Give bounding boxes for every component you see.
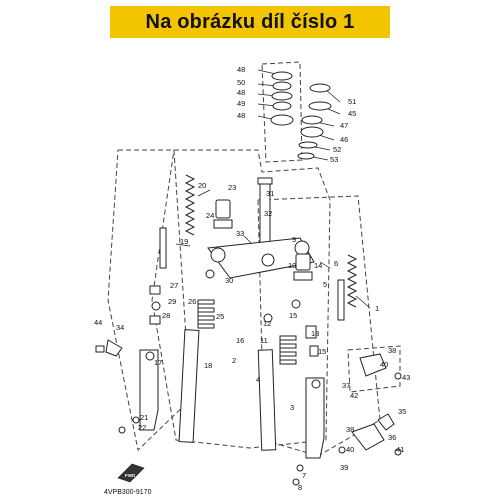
group-outlines [107, 61, 401, 457]
part-label-38: 38 [388, 346, 396, 355]
fwd-label: FWD [125, 473, 136, 478]
part-label-24: 24 [206, 211, 214, 220]
part-label-39: 39 [340, 463, 348, 472]
part-label-3: 3 [290, 403, 294, 412]
part-label-48: 48 [237, 111, 245, 120]
part-label-36: 36 [388, 433, 396, 442]
part-label-42: 42 [350, 391, 358, 400]
fork-springs [184, 174, 358, 308]
part-label-48: 48 [237, 65, 245, 74]
part-label-21: 21 [140, 413, 148, 422]
part-label-32: 32 [264, 209, 272, 218]
part-label-10: 10 [288, 261, 296, 270]
part-label-20: 20 [198, 181, 206, 190]
part-label-46: 46 [340, 135, 348, 144]
part-label-27: 27 [170, 281, 178, 290]
part-label-12: 12 [263, 319, 271, 328]
fork-assembly-outline [151, 149, 331, 449]
part-label-34: 34 [116, 323, 124, 332]
part-label-23: 23 [228, 183, 236, 192]
fork-boots [197, 299, 297, 365]
part-label-40: 40 [380, 360, 388, 369]
part-label-11: 11 [260, 336, 268, 345]
part-label-41: 41 [396, 445, 404, 454]
part-label-43: 43 [402, 373, 410, 382]
part-label-47: 47 [340, 121, 348, 130]
part-label-4: 4 [256, 375, 260, 384]
part-label-5: 5 [323, 280, 327, 289]
outer-tubes [139, 349, 325, 459]
under-bracket [207, 237, 315, 279]
diagram-code: 4VPB300-9170 [104, 489, 152, 496]
part-label-53: 53 [330, 155, 338, 164]
part-label-38: 38 [346, 425, 354, 434]
part-label-29: 29 [168, 297, 176, 306]
clamp-group-outline [347, 345, 401, 393]
part-label-50: 50 [237, 78, 245, 87]
part-label-9: 9 [292, 235, 296, 244]
damper-rods [159, 227, 345, 321]
part-label-51: 51 [348, 97, 356, 106]
part-label-26: 26 [188, 297, 196, 306]
part-label-19: 19 [180, 237, 188, 246]
title-banner: Na obrázku díl číslo 1 [110, 6, 390, 38]
part-label-28: 28 [162, 311, 170, 320]
right-fork-outline [257, 195, 381, 457]
hose-clamps [338, 353, 402, 456]
part-label-13: 13 [311, 329, 319, 338]
part-label-8: 8 [298, 483, 302, 492]
part-label-44: 44 [94, 318, 102, 327]
part-label-35: 35 [398, 407, 406, 416]
part-label-37: 37 [342, 381, 350, 390]
part-label-14: 14 [314, 261, 322, 270]
part-label-49: 49 [237, 99, 245, 108]
fwd-arrow-icon: FWD [117, 463, 145, 483]
part-label-40: 40 [346, 445, 354, 454]
inner-tubes [178, 329, 277, 451]
part-label-15: 15 [318, 347, 326, 356]
banner-title: Na obrázku díl číslo 1 [145, 10, 355, 33]
part-label-6: 6 [334, 259, 338, 268]
part-label-1: 1 [375, 304, 379, 313]
hardware-parts [95, 269, 304, 486]
part-label-17: 17 [154, 358, 162, 367]
bearing-stack [270, 71, 332, 160]
part-label-2: 2 [232, 356, 236, 365]
part-label-31: 31 [266, 189, 274, 198]
part-label-15: 15 [289, 311, 297, 320]
part-label-33: 33 [236, 229, 244, 238]
part-label-7: 7 [302, 471, 306, 480]
part-label-52: 52 [333, 145, 341, 154]
steering-bearing-group-outline [261, 61, 303, 163]
part-label-45: 45 [348, 109, 356, 118]
part-label-25: 25 [216, 312, 224, 321]
fork-caps [213, 199, 319, 357]
part-label-30: 30 [225, 276, 233, 285]
left-fork-outline [107, 149, 191, 451]
part-label-22: 22 [138, 423, 146, 432]
part-label-48: 48 [237, 88, 245, 97]
part-label-18: 18 [204, 361, 212, 370]
part-label-16: 16 [236, 336, 244, 345]
